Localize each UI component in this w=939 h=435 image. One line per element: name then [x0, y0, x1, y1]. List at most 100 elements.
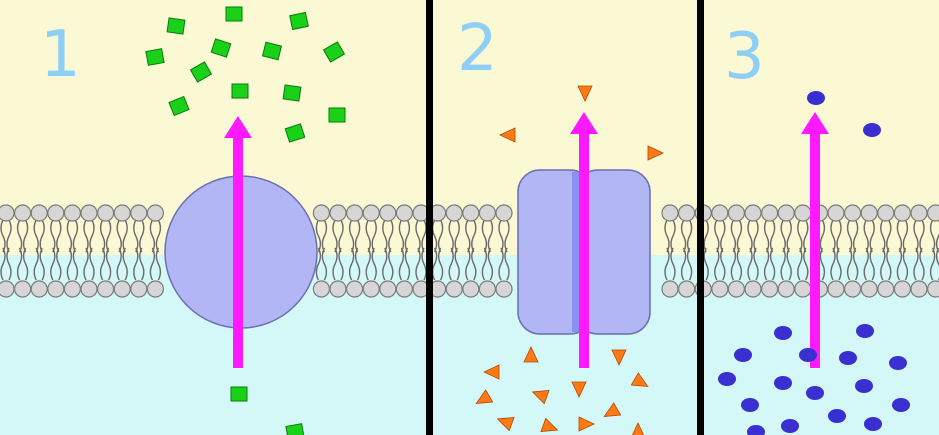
lipid-head: [860, 204, 878, 222]
square-molecule: [284, 123, 306, 143]
panel-label: 2: [457, 12, 498, 86]
lipid-tail: [66, 219, 79, 281]
lipid-head: [794, 280, 812, 298]
square-molecule: [231, 83, 249, 99]
square-molecule: [322, 41, 346, 63]
lipid-head: [910, 204, 928, 222]
panel-label: 1: [40, 18, 81, 92]
lipid-head: [329, 204, 347, 222]
lipid-tail: [149, 219, 162, 281]
triangle-molecule: [496, 417, 515, 432]
arrow-head: [801, 112, 829, 134]
lipid-tail: [664, 219, 676, 281]
lipid-tail: [348, 219, 361, 281]
phospholipid-bilayer: [0, 204, 939, 298]
lipid-head: [910, 280, 928, 298]
square-molecule: [261, 41, 283, 61]
square-molecule: [168, 95, 190, 117]
lipid-tail: [913, 219, 925, 281]
dot-molecule: [741, 398, 759, 412]
lipid-head: [63, 204, 82, 222]
lipid-head: [346, 204, 364, 222]
lipid-head: [711, 280, 729, 298]
lipid-head: [14, 280, 32, 298]
lipid-head: [113, 280, 131, 298]
square-molecule: [225, 6, 243, 22]
lipid-head: [30, 204, 48, 222]
dot-molecule: [718, 372, 736, 386]
panel-divider: [697, 0, 704, 435]
dot-molecule: [734, 348, 752, 362]
lipid-head: [312, 204, 330, 222]
lipid-head: [495, 204, 513, 222]
square-molecule: [145, 48, 165, 66]
lipid-head: [478, 204, 496, 222]
lipid-tail: [830, 219, 842, 281]
lipid-head: [395, 280, 413, 298]
dot-molecule: [806, 386, 824, 400]
lipid-tail: [116, 219, 128, 281]
square-molecule: [230, 386, 248, 402]
lipid-head: [395, 204, 413, 222]
square-molecule: [189, 61, 213, 83]
dot-molecule: [892, 398, 910, 412]
panel-label: 3: [724, 20, 765, 94]
lipid-head: [893, 280, 912, 298]
lipid-tail: [763, 219, 776, 281]
lipid-head: [927, 204, 939, 222]
lipid-tail: [680, 219, 693, 281]
triangle-molecule: [523, 346, 539, 363]
lipid-head: [495, 280, 513, 298]
lipid-head: [760, 204, 779, 222]
triangle-molecule: [531, 390, 550, 405]
square-molecule: [285, 423, 305, 435]
lipid-head: [877, 204, 895, 222]
triangle-molecule: [611, 349, 627, 366]
lipid-tail: [365, 219, 377, 281]
triangle-molecule: [577, 85, 593, 102]
lipid-tail: [16, 219, 29, 281]
lipid-tail: [880, 219, 892, 281]
lipid-head: [362, 204, 380, 222]
lipid-head: [727, 204, 746, 222]
panel-divider: [426, 0, 433, 435]
dot-molecule: [889, 356, 907, 370]
lipid-head: [794, 204, 812, 222]
triangle-molecule: [499, 127, 516, 143]
lipid-head: [760, 280, 779, 298]
lipid-head: [0, 280, 15, 298]
lipid-head: [827, 204, 845, 222]
arrow-head: [570, 112, 598, 134]
lipid-tail: [415, 219, 427, 281]
lipid-head: [843, 280, 862, 298]
lipid-tail: [846, 219, 859, 281]
arrow-head: [224, 116, 252, 138]
dot-molecule: [839, 351, 857, 365]
lipid-head: [47, 204, 65, 222]
lipid-head: [927, 280, 939, 298]
lipid-head: [379, 204, 397, 222]
lipid-head: [744, 280, 762, 298]
lipid-tail: [863, 219, 875, 281]
molecules: [145, 6, 910, 435]
lipid-head: [661, 280, 679, 298]
lipid-head: [462, 204, 480, 222]
lipid-head: [329, 280, 347, 298]
lipid-head: [777, 280, 795, 298]
transport-direction-arrows: [224, 112, 829, 368]
lipid-head: [727, 280, 746, 298]
lipid-tail: [448, 219, 460, 281]
dot-molecule: [774, 376, 792, 390]
dot-molecule: [774, 326, 792, 340]
lipid-tail: [431, 219, 444, 281]
dot-molecule: [807, 91, 825, 105]
lipid-head: [843, 204, 862, 222]
lipid-tail: [398, 219, 411, 281]
triangle-molecule: [603, 402, 622, 417]
lipid-tail: [747, 219, 759, 281]
dot-molecule: [856, 324, 874, 338]
lipid-tail: [99, 219, 112, 281]
dot-molecule: [799, 348, 817, 362]
lipid-head: [47, 280, 65, 298]
